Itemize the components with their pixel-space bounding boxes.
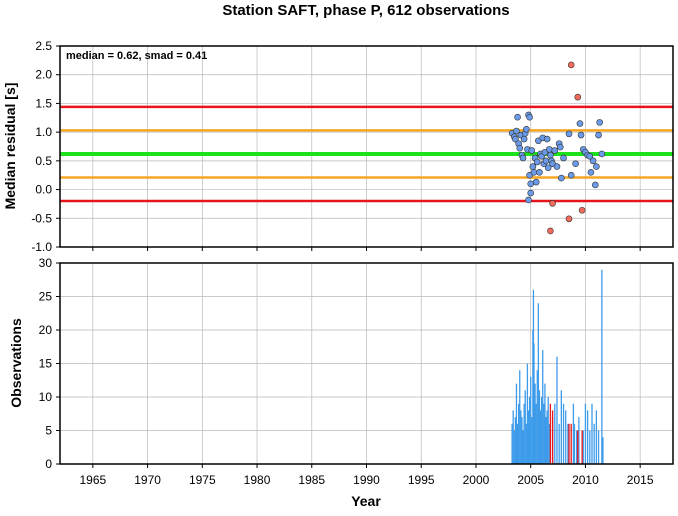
residual-point — [528, 147, 536, 154]
residual-point — [523, 125, 530, 133]
residual-point — [558, 174, 565, 182]
observations-y-tick-label: 10 — [39, 390, 53, 404]
residual-point — [536, 169, 543, 176]
residual-point — [578, 206, 586, 214]
residual-point — [556, 143, 564, 151]
residual-point — [530, 169, 538, 176]
x-tick-label: 1965 — [79, 473, 106, 487]
residual-y-ticks: -1.0 -0.5 0.0 0.5 1.0 1.5 2.0 2.5 — [31, 39, 60, 254]
residual-y-tick-label: -0.5 — [31, 211, 52, 225]
residual-y-tick-label: -1.0 — [31, 240, 52, 254]
residual-reference-lines — [60, 105, 673, 203]
x-axis-label: Year — [351, 493, 381, 509]
residual-point — [587, 169, 595, 176]
residual-point — [526, 113, 533, 121]
observations-x-ticks: 1965 1970 1975 1980 1985 1990 1995 2000 2005 2010… — [79, 464, 654, 487]
residual-points — [508, 61, 606, 235]
residual-point — [532, 178, 540, 186]
x-tick-label: 2015 — [627, 473, 654, 487]
residual-point — [544, 164, 552, 172]
residual-point — [560, 154, 567, 162]
residual-point — [525, 196, 532, 204]
stats-annotation: median = 0.62, smad = 0.41 — [66, 50, 207, 62]
x-tick-label: 1980 — [244, 473, 271, 487]
residual-point — [589, 157, 597, 165]
residual-point — [547, 227, 554, 235]
residual-point — [529, 163, 537, 170]
observations-y-axis-label: Observations — [8, 318, 24, 408]
x-tick-label: 2000 — [463, 473, 490, 487]
observations-y-tick-label: 15 — [39, 357, 53, 371]
residual-point — [577, 131, 585, 139]
x-tick-label: 1985 — [298, 473, 325, 487]
observations-y-tick-label: 5 — [45, 424, 52, 438]
residual-point — [593, 163, 600, 170]
residual-point — [542, 157, 550, 165]
residual-point — [533, 158, 541, 166]
residual-point — [565, 215, 573, 223]
residual-point — [598, 150, 606, 158]
residual-point — [516, 144, 524, 152]
residual-point — [519, 154, 527, 162]
residual-y-tick-label: 0.0 — [35, 183, 52, 197]
residual-x-ticks — [92, 247, 641, 251]
x-tick-label: 1995 — [408, 473, 435, 487]
residual-point — [546, 146, 553, 153]
residual-point — [527, 189, 534, 197]
residual-point — [512, 135, 519, 143]
residual-point — [520, 135, 528, 143]
x-tick-label: 2010 — [572, 473, 599, 487]
residual-y-tick-label: 2.5 — [35, 39, 52, 53]
x-tick-label: 1970 — [134, 473, 161, 487]
residual-point — [567, 171, 575, 179]
residual-point — [565, 130, 573, 138]
observations-bars — [511, 269, 604, 464]
residual-point — [527, 180, 534, 188]
residual-point — [543, 135, 551, 143]
chart-title: Station SAFT, phase P, 612 observations — [222, 2, 509, 19]
residual-point — [586, 152, 594, 160]
residual-point — [567, 61, 575, 69]
residual-y-axis-label: Median residual [s] — [2, 83, 18, 210]
observations-y-tick-label: 0 — [45, 457, 52, 471]
residual-point — [551, 147, 559, 154]
residual-point — [547, 151, 554, 159]
observations-y-ticks: 0 5 10 15 20 25 30 — [39, 256, 60, 471]
x-tick-label: 1975 — [189, 473, 216, 487]
residual-point — [591, 181, 599, 189]
residual-point — [595, 131, 602, 139]
residual-panel: -1.0 -0.5 0.0 0.5 1.0 1.5 2.0 2.5 median = 0.62… — [2, 39, 674, 254]
residual-point — [576, 120, 584, 127]
residual-point — [572, 160, 579, 168]
residual-point — [553, 163, 561, 170]
residual-y-tick-label: 2.0 — [35, 68, 52, 82]
residual-point — [574, 93, 582, 101]
residual-y-tick-label: 1.5 — [35, 96, 52, 110]
residual-y-tick-label: 1.0 — [35, 125, 52, 139]
residual-point — [514, 113, 521, 121]
residual-y-tick-label: 0.5 — [35, 154, 52, 168]
residual-point — [596, 119, 603, 126]
x-tick-label: 1990 — [353, 473, 380, 487]
residual-point — [549, 200, 556, 207]
x-tick-label: 2005 — [517, 473, 544, 487]
observations-y-tick-label: 25 — [39, 290, 53, 304]
observations-y-tick-label: 20 — [39, 323, 53, 337]
residual-point — [513, 127, 520, 135]
observations-y-tick-label: 30 — [39, 256, 53, 270]
observations-panel: 0 5 10 15 20 25 30 1965 1970 1975 1980 1985 1990 199… — [8, 256, 674, 509]
